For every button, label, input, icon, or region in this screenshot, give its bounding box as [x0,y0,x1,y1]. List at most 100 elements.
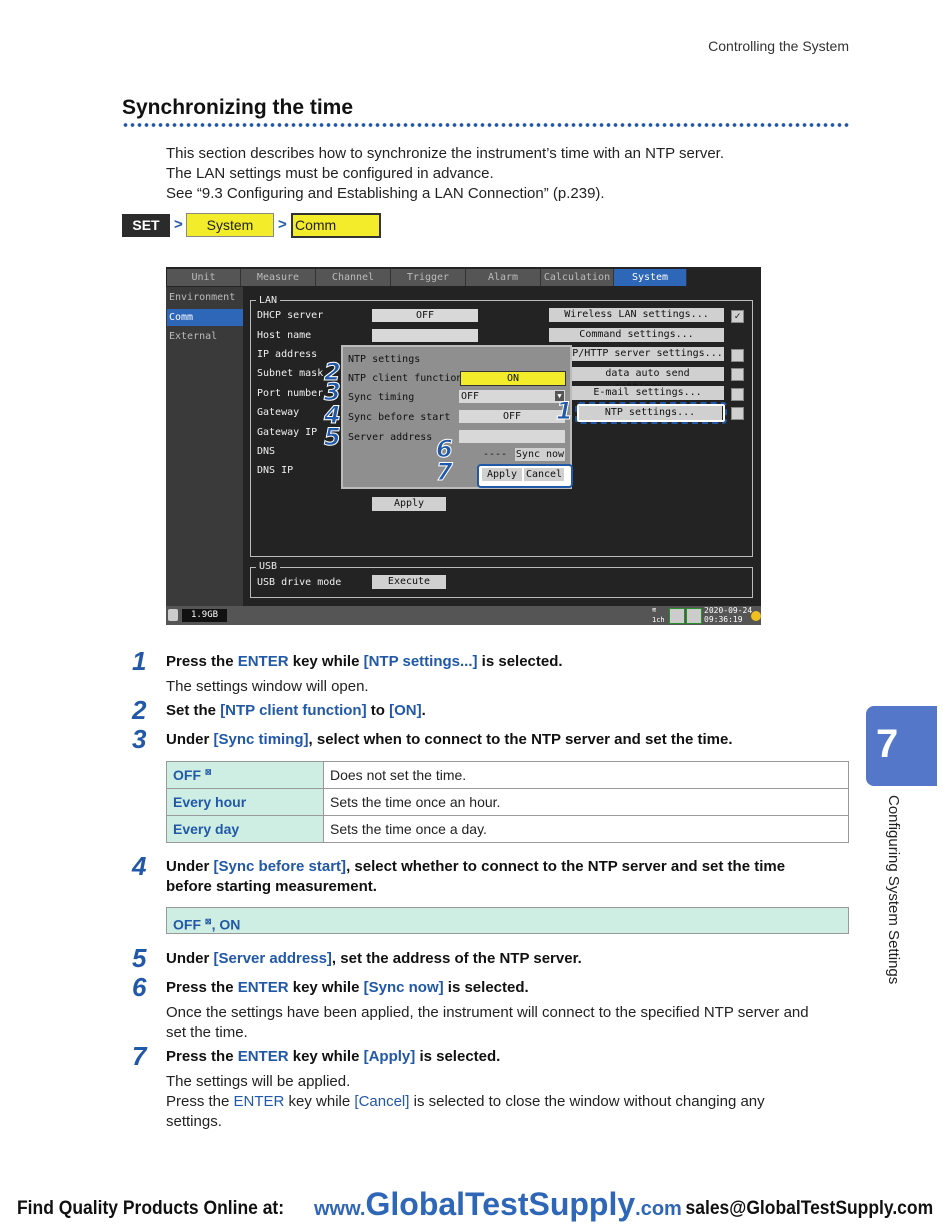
breadcrumb-system: System [186,213,274,237]
lan-label: Subnet mask [257,368,324,379]
dialog-apply-button[interactable]: Apply [482,468,522,481]
lan-label: DNS IP [257,465,294,476]
ntp-settings-highlight [575,402,727,424]
tab-unit[interactable]: Unit [167,269,241,286]
status-date: 2020-09-24 [704,606,753,615]
step-3-text: Under [Sync timing], select when to conn… [166,731,733,748]
host-name-field[interactable] [372,329,478,342]
option-desc: Sets the time once an hour. [323,788,849,816]
chevron-down-icon: ▼ [555,391,564,401]
tab-measure[interactable]: Measure [241,269,316,286]
breadcrumb-separator: > [278,216,287,233]
status-bar: 1.9GB ≋ 1ch 2020-09-24 09:36:19 [166,606,761,625]
command-settings-button[interactable]: Command settings... [549,328,724,342]
step-number: 4 [132,851,147,881]
usb-execute-button[interactable]: Execute [372,575,446,589]
instrument-screenshot: Unit Measure Channel Trigger Alarm Calcu… [166,267,761,625]
ftp-http-server-settings-button[interactable]: P/HTTP server settings... [571,347,724,361]
checkbox[interactable] [731,407,744,420]
power-icon [686,608,702,624]
footer-website-link[interactable]: www.GlobalTestSupply.com [314,1186,682,1222]
side-item-comm[interactable]: Comm [167,309,243,326]
data-auto-send-settings-button[interactable]: data auto send settings... [571,367,724,393]
ntp-client-label: NTP client function [348,373,463,384]
dotted-divider [122,122,850,128]
callout-4: 4 [324,401,342,429]
step-4-text: Under [Sync before start], select whethe… [166,858,786,875]
storage-free: 1.9GB [182,609,227,622]
step-1-result: The settings window will open. [166,678,369,695]
option-key: Every day [166,815,324,843]
email-settings-button[interactable]: E-mail settings... [571,386,724,400]
breadcrumb-comm: Comm [291,213,381,238]
sync-timing-select[interactable]: OFF ▼ [459,390,565,403]
step-6-result: Once the settings have been applied, the… [166,1004,809,1021]
chapter-label: Configuring System Settings [885,795,902,985]
battery-icon [669,608,685,624]
checkbox[interactable] [731,349,744,362]
server-address-label: Server address [348,432,433,443]
footer-email-link[interactable]: sales@GlobalTestSupply.com [685,1198,933,1219]
sync-before-start-value[interactable]: OFF [459,410,565,423]
tab-alarm[interactable]: Alarm [466,269,541,286]
sync-timing-table: OFF ⊠ Does not set the time. Every hour … [166,761,849,843]
lan-label: Host name [257,330,312,341]
step-7-text: Press the ENTER key while [Apply] is sel… [166,1048,501,1065]
lan-frame-label: LAN [256,295,281,306]
sync-status: ---- [483,449,508,460]
step-6-text: Press the ENTER key while [Sync now] is … [166,979,529,996]
callout-5: 5 [324,423,342,451]
ntp-client-value[interactable]: ON [460,371,566,386]
checkbox[interactable] [731,368,744,381]
lan-apply-button[interactable]: Apply [372,497,446,511]
sync-timing-label: Sync timing [348,392,415,403]
tab-system[interactable]: System [614,269,687,286]
step-4-text-cont: before starting measurement. [166,878,377,895]
side-item-external[interactable]: External [167,328,243,345]
option-key: Every hour [166,788,324,816]
callout-3: 3 [324,378,342,406]
step-2-text: Set the [NTP client function] to [ON]. [166,702,426,719]
alarm-icon [751,611,761,621]
checkbox[interactable] [731,388,744,401]
step-number: 6 [132,972,147,1002]
tab-channel[interactable]: Channel [316,269,391,286]
table-row: OFF ⊠ Does not set the time. [166,761,849,789]
callout-1: 1 [556,397,574,425]
usb-frame-label: USB [256,561,281,572]
chapter-number: 7 [876,722,899,766]
tab-calculation[interactable]: Calculation [541,269,614,286]
sync-now-button[interactable]: Sync now [515,448,565,461]
option-key: OFF ⊠ [166,761,324,789]
step-7-cancel-note: Press the ENTER key while [Cancel] is se… [166,1093,765,1110]
lan-label: DNS [257,446,276,457]
lan-label: Gateway [257,407,300,418]
intro-line-3: See “9.3 Configuring and Establishing a … [166,185,605,202]
wireless-lan-settings-button[interactable]: Wireless LAN settings... [549,308,724,322]
dialog-cancel-button[interactable]: Cancel [524,468,564,481]
sync-before-start-label: Sync before start [348,412,451,423]
callout-6: 6 [436,435,454,463]
step-7-result: The settings will be applied. [166,1073,351,1090]
footer-left: Find Quality Products Online at: [17,1198,285,1219]
server-address-field[interactable] [459,430,565,443]
side-item-environment[interactable]: Environment [167,289,243,306]
ntp-settings-button[interactable]: NTP settings... [578,406,722,420]
callout-2: 2 [324,358,342,386]
dialog-title: NTP settings [348,354,421,365]
step-number: 3 [132,724,147,754]
lan-label: IP address [257,349,318,360]
sd-card-icon [168,609,178,621]
table-row: Every hour Sets the time once an hour. [166,788,849,816]
running-header: Controlling the System [708,38,849,54]
sync-timing-value: OFF [461,391,480,402]
tab-trigger[interactable]: Trigger [391,269,466,286]
lan-label: Port number [257,388,324,399]
lan-frame [250,300,753,557]
dhcp-value[interactable]: OFF [372,309,478,322]
step-1-text: Press the ENTER key while [NTP settings.… [166,653,563,670]
checkbox-checked[interactable]: ✓ [731,310,744,323]
step-number: 2 [132,695,147,725]
channel-count: 1ch [652,616,665,624]
step-5-text: Under [Server address], set the address … [166,950,582,967]
